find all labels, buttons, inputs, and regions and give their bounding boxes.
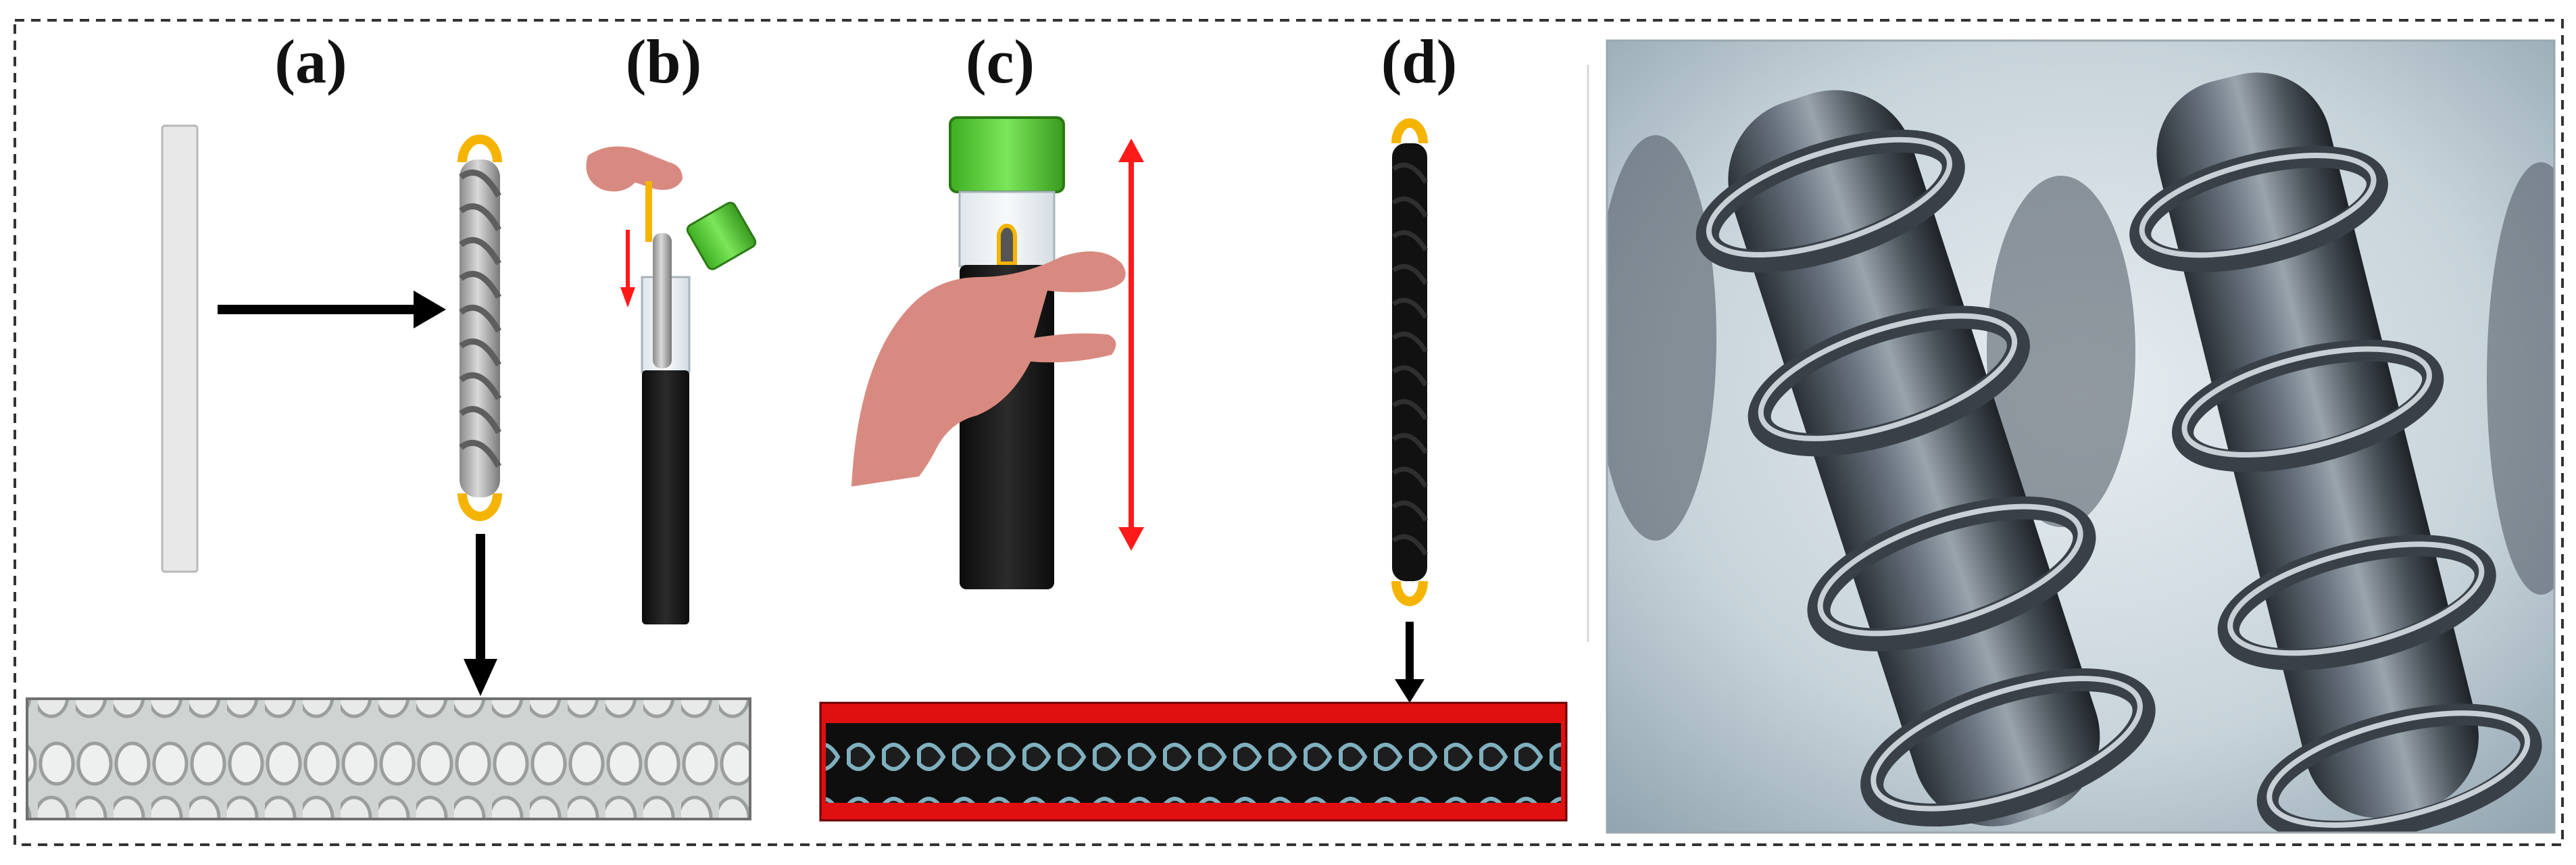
panel-label-b: (b) [626,27,701,96]
hand-icon [851,251,1126,487]
panel-c [851,116,1144,589]
coated-fiber-right [2129,72,2542,833]
panel-label-d: (d) [1381,27,1457,96]
arrow-down-icon [464,534,497,696]
panel-e-micro-photo [1607,41,2554,833]
panel-label-a: (a) [274,27,347,96]
spring-icon [457,134,502,521]
green-cap-icon [686,201,757,270]
green-cap [949,116,1065,193]
coated-spring-icon [1391,118,1428,606]
red-double-arrow-icon [1118,139,1144,551]
panel-a [26,124,751,820]
red-down-arrow-icon [620,230,635,307]
black-tube [642,370,689,624]
arrow-down-icon [1395,622,1425,703]
arrow-right-icon [218,291,446,328]
panel-b [586,146,757,624]
gray-coil-photo-strip [26,697,751,820]
panel-label-c: (c) [966,27,1035,96]
straight-rod [161,124,199,573]
panel-d [819,118,1568,822]
figure-frame [14,19,2564,846]
hand-icon [586,146,683,192]
coated-fiber-left [1695,90,2156,827]
